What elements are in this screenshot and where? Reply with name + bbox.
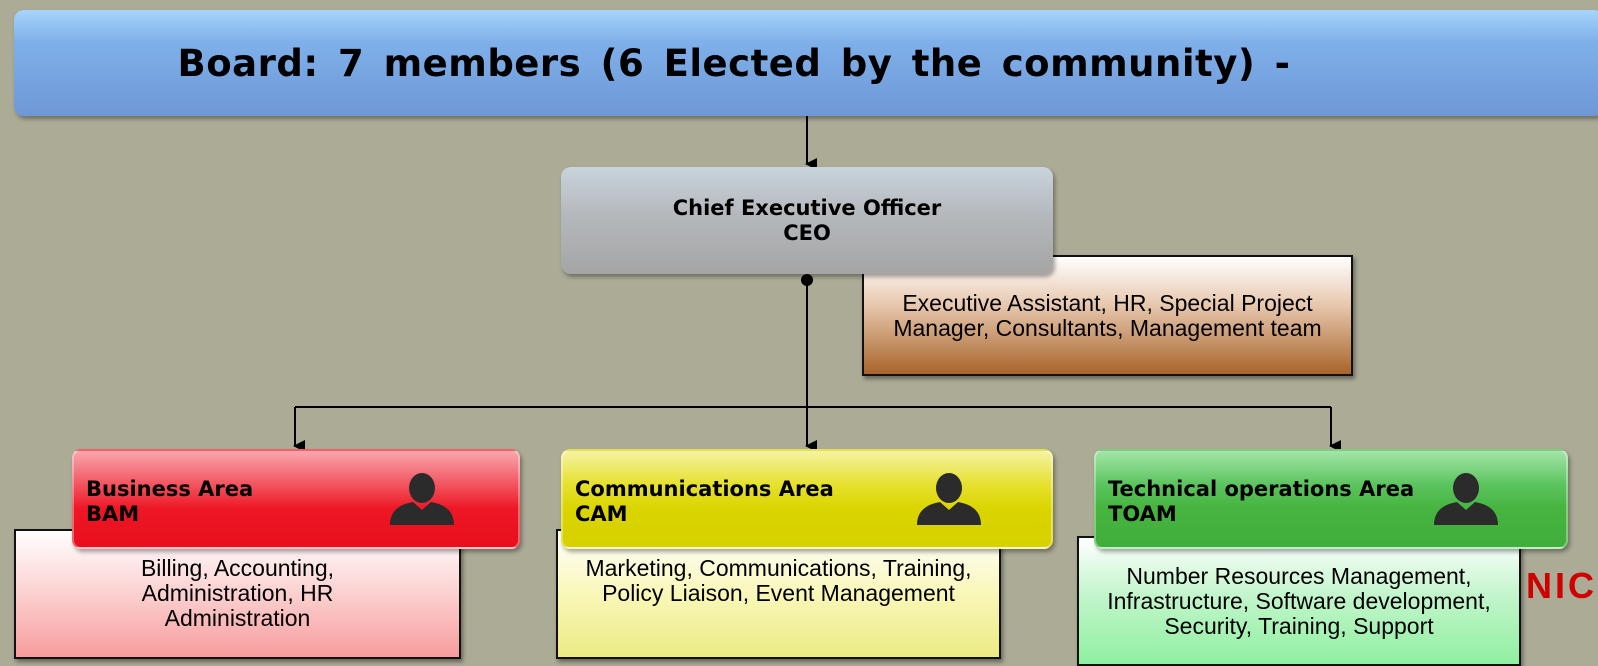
- person-icon: [390, 473, 454, 525]
- business-area-code: BAM: [86, 502, 140, 526]
- bam-description-box: Billing, Accounting, Administration, HR …: [14, 529, 461, 659]
- communications-area-code: CAM: [575, 502, 628, 526]
- cam-description-box: Marketing, Communications, Training, Pol…: [556, 529, 1001, 659]
- ceo-abbrev: CEO: [783, 220, 831, 245]
- communications-area-name: Communications Area: [575, 477, 834, 501]
- toam-description: Number Resources Management, Infrastruct…: [1107, 563, 1491, 639]
- technical-operations-area-code: TOAM: [1108, 502, 1177, 526]
- technical-operations-area-box: Technical operations Area TOAM: [1094, 449, 1568, 549]
- executive-support-text: Executive Assistant, HR, Special Project…: [893, 289, 1322, 341]
- business-area-box: Business Area BAM: [72, 449, 520, 549]
- executive-support-box: Executive Assistant, HR, Special Project…: [862, 255, 1353, 376]
- partial-side-text: NIC: [1526, 565, 1597, 606]
- board-box: Board: 7 members (6 Elected by the commu…: [14, 10, 1598, 116]
- bam-description: Billing, Accounting, Administration, HR …: [140, 555, 335, 631]
- communications-area-box: Communications Area CAM: [561, 449, 1053, 549]
- ceo-box: Chief Executive Officer CEO: [561, 167, 1053, 274]
- ceo-title: Chief Executive Officer: [672, 195, 942, 220]
- board-title: Board: 7 members (6 Elected by the commu…: [177, 41, 1291, 85]
- person-icon: [1434, 473, 1498, 525]
- person-icon: [917, 473, 981, 525]
- technical-operations-area-name: Technical operations Area: [1108, 477, 1415, 501]
- toam-description-box: Number Resources Management, Infrastruct…: [1077, 536, 1521, 666]
- cam-description: Marketing, Communications, Training, Pol…: [585, 555, 972, 606]
- business-area-name: Business Area: [86, 477, 254, 501]
